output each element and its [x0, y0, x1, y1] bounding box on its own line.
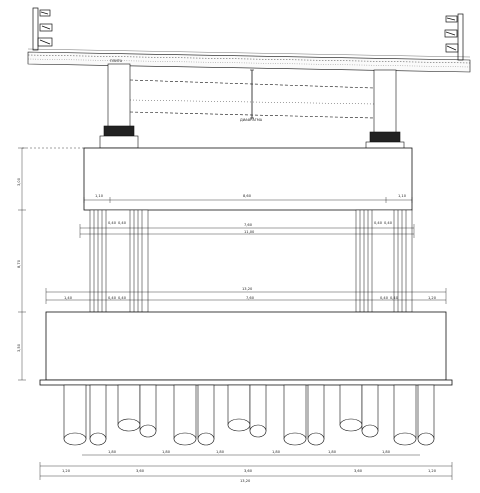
dim-cap-mid: 8,60	[243, 194, 252, 198]
dim-pile-1: 1,80	[108, 450, 117, 454]
pier-cap	[83, 147, 413, 211]
dim-pile-5: 1,80	[328, 450, 337, 454]
dim-cap-left: 1,10	[95, 194, 104, 198]
footing	[39, 311, 453, 386]
dimension-lines	[18, 147, 453, 480]
dim-base-col-left-a: 0,40	[108, 296, 117, 300]
dim-pile-4: 1,80	[272, 450, 281, 454]
dim-base-right: 1,20	[428, 296, 437, 300]
dim-height-base: 3,50	[17, 343, 21, 352]
dim-base-col-right-a: 0,40	[380, 296, 389, 300]
dim-pile-3: 1,80	[216, 450, 225, 454]
dim-base-total: 13,20	[242, 287, 253, 291]
piles	[63, 384, 435, 446]
dim-pile-2: 1,80	[162, 450, 171, 454]
dim-col-left-a: 0,40	[108, 221, 117, 225]
dim-row2-mid: 3,60	[244, 469, 253, 473]
left-column	[89, 209, 149, 313]
left-railing	[32, 7, 53, 51]
girder-label: ДИАФРАГМА	[240, 118, 263, 122]
dim-pile-6: 1,80	[382, 450, 391, 454]
dim-col-right-b: 0,40	[384, 221, 393, 225]
slab-label: ПЛИТА	[110, 59, 123, 63]
right-column	[355, 209, 413, 313]
dim-base-mid: 7,60	[246, 296, 255, 300]
dim-base-col-right-b: 0,40	[390, 296, 399, 300]
dim-col-left-b: 0,40	[118, 221, 127, 225]
dim-height-columns: 8,70	[17, 259, 21, 268]
dim-base-left: 1,40	[64, 296, 73, 300]
right-railing	[444, 13, 464, 61]
dim-row2-left: 1,20	[62, 469, 71, 473]
dim-row2-mid-right: 3,60	[354, 469, 363, 473]
dim-overall-bottom: 13,20	[240, 479, 251, 483]
dim-cap-right: 1,10	[398, 194, 407, 198]
dim-col-right-a: 0,40	[374, 221, 383, 225]
deck-slab	[27, 48, 471, 73]
dim-row2-right: 1,20	[428, 469, 437, 473]
dim-row2-mid-left: 3,60	[136, 469, 145, 473]
dim-base-col-left-b: 0,40	[118, 296, 127, 300]
dim-inner-span-top: 7,60	[244, 223, 253, 227]
upper-frame	[99, 63, 405, 153]
dim-height-cap: 3,00	[17, 177, 21, 186]
dim-inner-span-bottom: 11,00	[244, 230, 255, 234]
